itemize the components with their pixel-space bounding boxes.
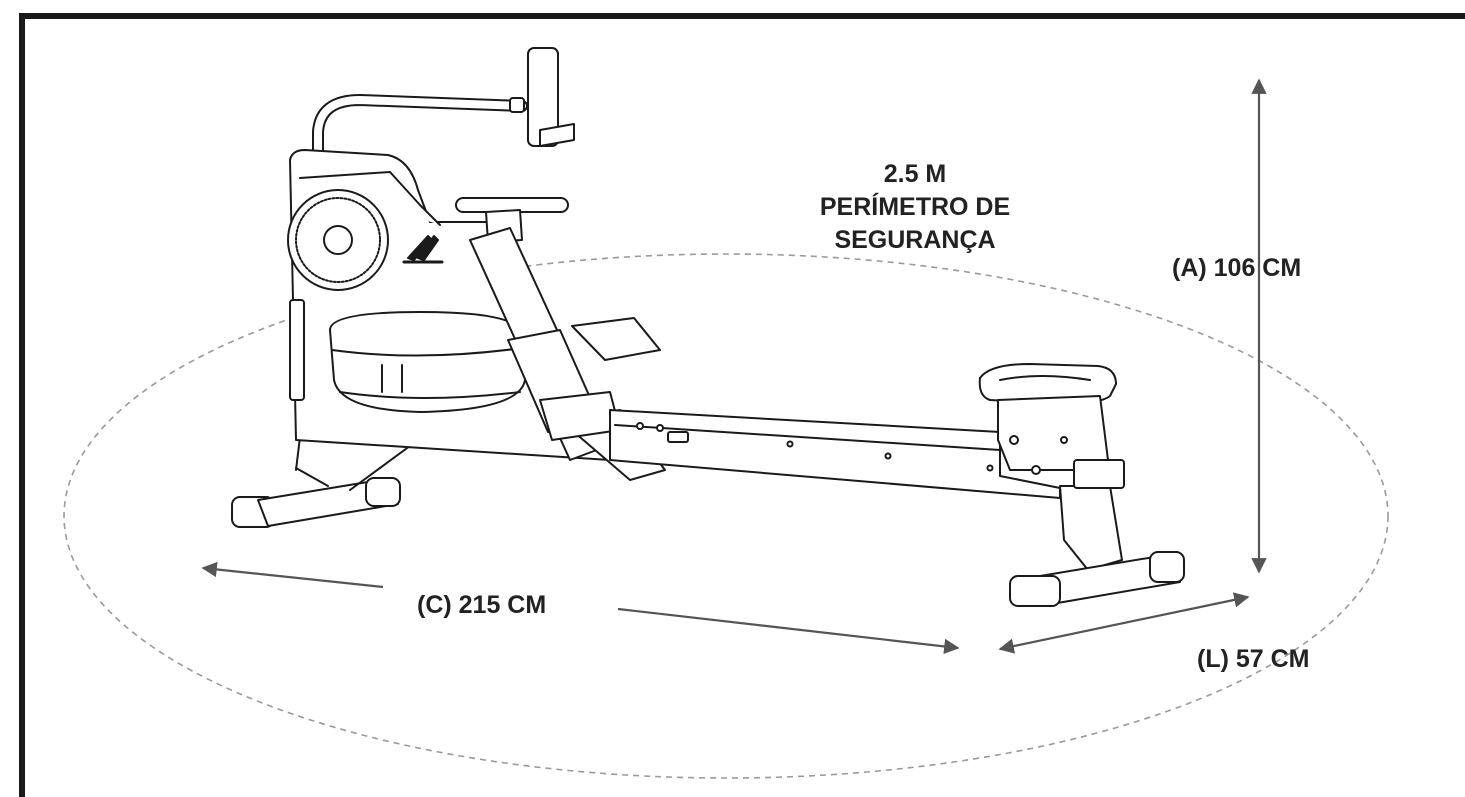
width-dimension-label: (L) 57 CM: [1197, 645, 1310, 673]
width-arrow: [998, 592, 1250, 654]
safety-perimeter-ellipse: [63, 253, 1389, 779]
length-arrow-left: [201, 561, 384, 589]
length-dimension-label: (C) 215 CM: [417, 591, 547, 619]
safety-security-text: SEGURANÇA: [834, 226, 996, 254]
rowing-machine-illustration: [231, 47, 1185, 607]
safety-perimeter-text: PERÍMETRO DE: [819, 193, 1011, 221]
safety-perimeter-label: 2.5 M PERÍMETRO DE SEGURANÇA: [780, 158, 1050, 257]
length-arrow-right: [617, 607, 960, 655]
safety-distance-text: 2.5 M: [883, 160, 947, 188]
image-border: [19, 13, 1465, 797]
height-dimension-label: (A) 106 CM: [1172, 254, 1302, 282]
